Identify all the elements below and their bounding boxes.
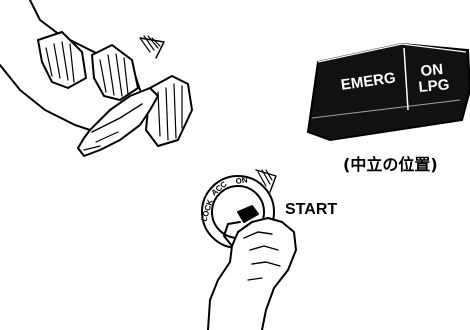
neutral-position-caption: (中立の位置)	[343, 155, 438, 174]
ring-label-on: ON	[235, 175, 248, 186]
shoe	[77, 87, 159, 157]
hand	[207, 217, 297, 330]
pedal-1	[37, 31, 87, 89]
pedal-2	[91, 44, 139, 101]
start-label: START	[285, 201, 338, 218]
ignition-key	[237, 205, 259, 223]
